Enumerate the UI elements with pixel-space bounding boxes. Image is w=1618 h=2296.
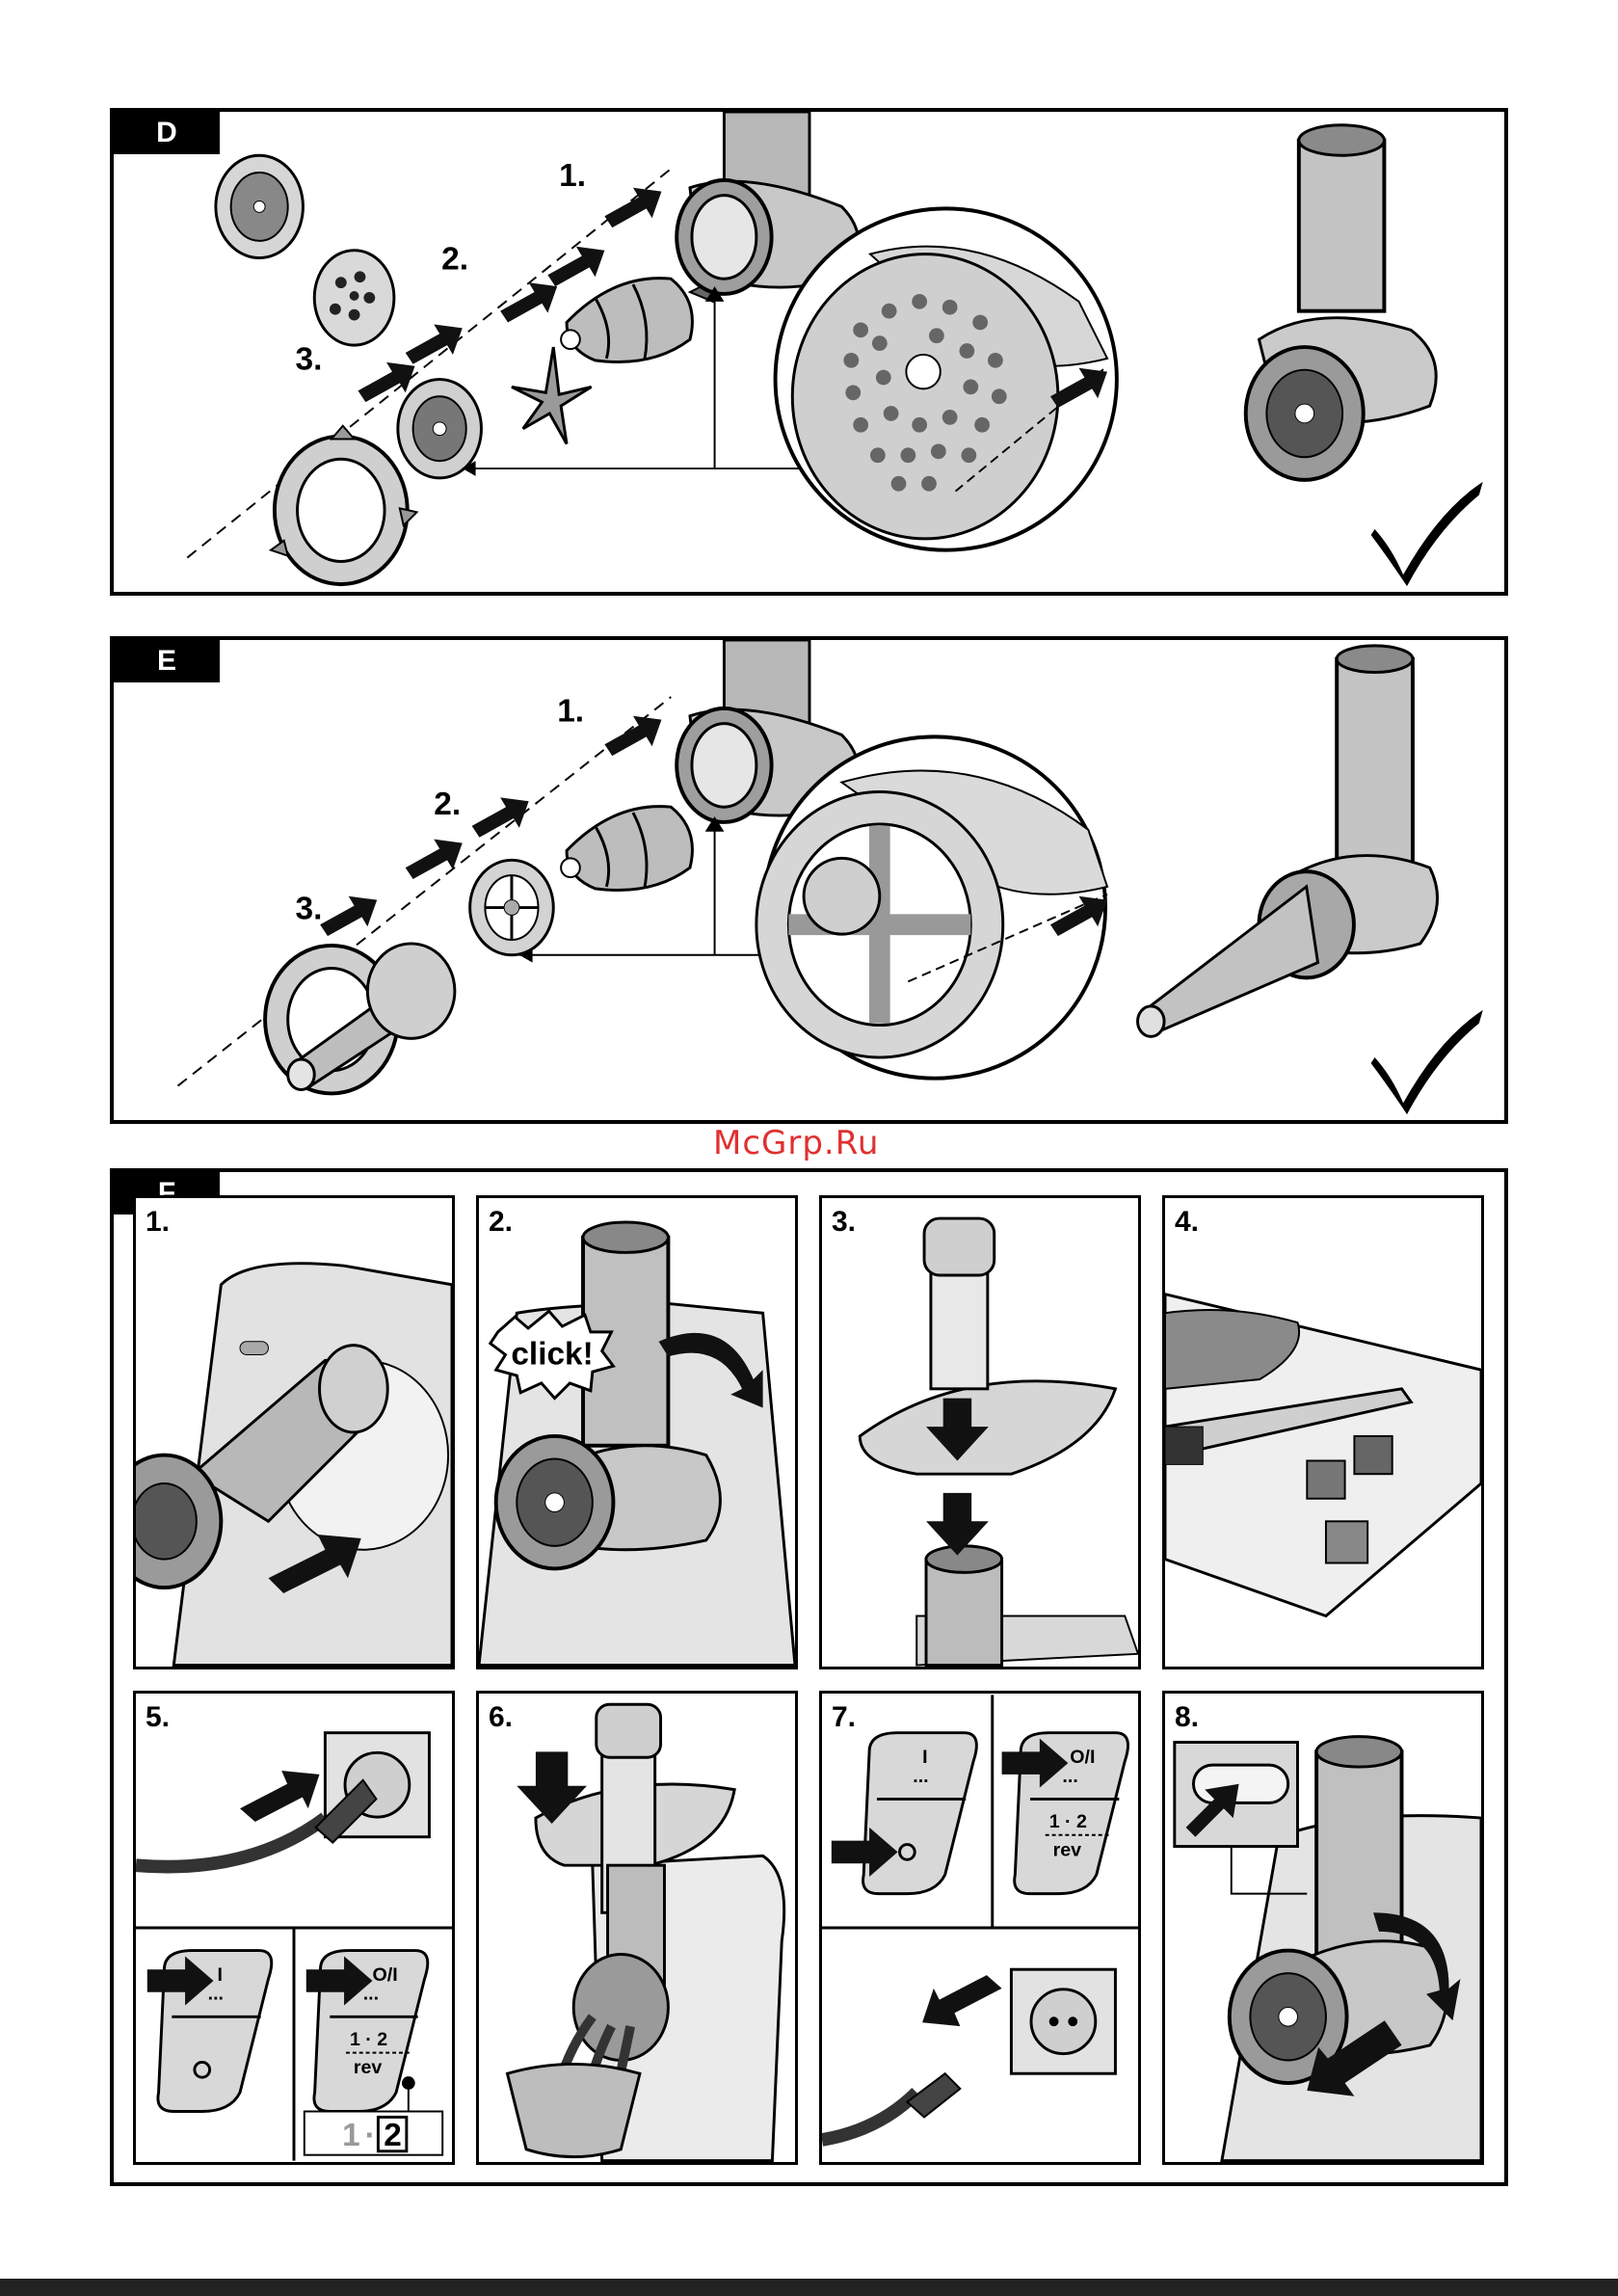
grinding-disc-icon: [398, 380, 482, 478]
switch-label-rev: rev: [1053, 1839, 1082, 1860]
assembled-sausage-filler-icon: [1138, 646, 1438, 1036]
watermark-text: McGrp.Ru: [713, 1124, 879, 1162]
check-icon: [1371, 482, 1483, 586]
section-e-step-2: 2.: [434, 787, 461, 822]
power-switch-right: O/I ... 1 · 2 rev: [1002, 1733, 1128, 1894]
check-icon: [1371, 1010, 1483, 1114]
coarse-disc-icon: [314, 251, 394, 345]
switch-label-dots: ...: [208, 1984, 224, 2005]
insert-tray-illustration: [822, 1198, 1138, 1667]
section-e-illustration: 1. 2. 3.: [114, 640, 1504, 1120]
step-number: 4.: [1175, 1206, 1199, 1239]
step-panel-6: 6.: [476, 1691, 798, 2165]
grinding-illustration: [479, 1694, 795, 2162]
switch-label-dots: ...: [1062, 1766, 1077, 1787]
switch-label-dots: ...: [913, 1766, 928, 1787]
switch-label-speed: 1 · 2: [1049, 1811, 1087, 1832]
step-number: 8.: [1175, 1701, 1199, 1734]
step-number: 1.: [146, 1206, 170, 1239]
step-number: 6.: [489, 1701, 513, 1734]
ring-nut-icon: [271, 426, 417, 584]
section-f: F 1. 2. click!: [110, 1168, 1508, 2186]
step-panel-8: 8.: [1162, 1691, 1484, 2165]
section-e: E: [110, 636, 1508, 1124]
magnifier-detail: [776, 208, 1117, 549]
step-number: 5.: [146, 1701, 170, 1734]
lock-housing-illustration: click!: [479, 1198, 795, 1667]
section-d-illustration: 1. 2. 3.: [114, 112, 1504, 592]
wall-socket-icon: [1011, 1969, 1115, 2073]
step-panel-2: 2. click!: [476, 1195, 798, 1669]
plug-in-and-switch-illustration: I ... O/I ... 1 · 2 rev: [136, 1694, 452, 2162]
arrow-icon: [240, 1771, 319, 1822]
step-number: 3.: [832, 1206, 856, 1239]
speed-separator: ·: [365, 2118, 376, 2153]
feed-screw-icon: [561, 807, 692, 891]
section-e-step-1: 1.: [557, 694, 584, 730]
page-bottom-bar: [0, 2279, 1618, 2296]
section-e-step-3: 3.: [296, 891, 323, 926]
power-switch-left: I ...: [832, 1733, 977, 1894]
fine-disc-icon: [216, 155, 304, 257]
step-panel-4: 4.: [1162, 1195, 1484, 1669]
speed-selector: 1 · 2: [305, 2112, 442, 2155]
assembled-grinder-icon: [1246, 125, 1436, 480]
speed-low: 1: [342, 2118, 360, 2153]
speed-high: 2: [384, 2118, 402, 2153]
pull-arrow-icon: [922, 1975, 1001, 2026]
switch-off-and-unplug-illustration: I ... O/I ... 1 · 2 rev: [822, 1694, 1138, 2162]
spacer-disc-icon: [470, 860, 554, 954]
power-switch-right: O/I ... 1 · 2 rev: [306, 1951, 428, 2112]
step-panel-5: 5. I ... O/I ...: [133, 1691, 455, 2165]
step-number: 7.: [832, 1701, 856, 1734]
bowl-icon: [507, 2064, 639, 2156]
section-d-step-3: 3.: [296, 342, 323, 378]
section-d-step-1: 1.: [559, 158, 586, 194]
cut-meat-illustration: [1165, 1198, 1481, 1667]
section-d: D: [110, 108, 1508, 596]
switch-label-rev: rev: [354, 2057, 383, 2078]
switch-label-speed: 1 · 2: [350, 2029, 387, 2050]
attach-housing-illustration: [136, 1198, 452, 1667]
power-switch-left: I ...: [147, 1951, 272, 2112]
release-housing-illustration: [1165, 1694, 1481, 2162]
step-panel-7: 7. I ... O/I ... 1 · 2 rev: [819, 1691, 1141, 2165]
feed-screw-icon: [561, 279, 712, 362]
section-d-step-2: 2.: [441, 241, 468, 277]
click-callout: click!: [511, 1336, 593, 1372]
blade-icon: [512, 347, 592, 443]
step-panel-3: 3.: [819, 1195, 1141, 1669]
step-number: 2.: [489, 1206, 513, 1239]
step-panel-1: 1.: [133, 1195, 455, 1669]
